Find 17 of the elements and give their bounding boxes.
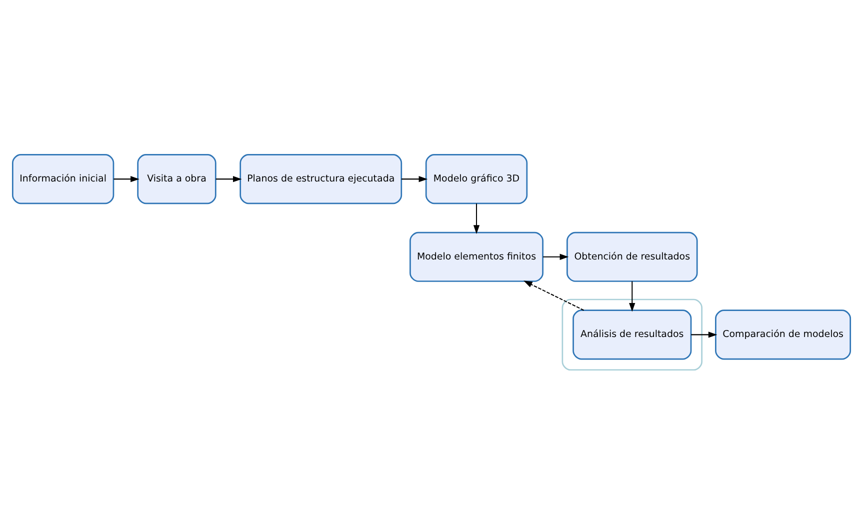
arrow — [113, 176, 139, 182]
node-box: Planos de estructura ejecutada — [239, 154, 402, 204]
arrow — [523, 280, 584, 311]
node-box: Modelo gráfico 3D — [424, 154, 528, 204]
cluster — [561, 298, 702, 371]
node-box: Visita a obra — [136, 154, 216, 204]
node-box: Modelo elementos finitos — [409, 232, 543, 282]
arrow — [542, 254, 568, 260]
arrow — [400, 176, 428, 182]
arrow — [215, 176, 242, 182]
node-box: Comparación de modelos — [714, 310, 851, 360]
node-box: Análisis de resultados — [572, 310, 692, 360]
arrow — [472, 204, 480, 234]
node-box: Obtención de resultados — [566, 232, 698, 282]
node-box: Información inicial — [11, 154, 114, 204]
arrow — [690, 332, 717, 338]
arrow — [628, 281, 635, 312]
